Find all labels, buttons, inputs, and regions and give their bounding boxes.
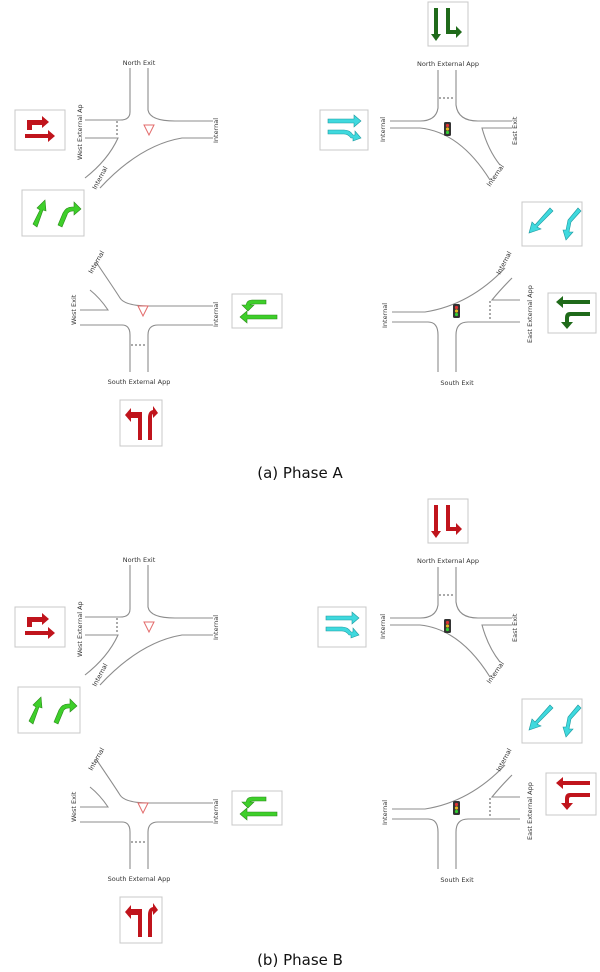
east-external-label: East External App xyxy=(526,285,534,343)
west-external-label: West External Ap xyxy=(76,601,84,657)
phase-b: North Exit West External Ap Internal Int… xyxy=(14,498,597,969)
north-external-label: North External App xyxy=(417,60,479,68)
internal-label: Internal xyxy=(495,250,514,276)
internal-label: Internal xyxy=(485,163,506,188)
dark-green-arrow-north xyxy=(427,1,469,47)
internal-label: Internal xyxy=(212,302,220,327)
west-exit-label: West Exit xyxy=(70,791,78,822)
internal-label: Internal xyxy=(87,746,107,772)
internal-label: Internal xyxy=(87,249,107,275)
west-exit-label: West Exit xyxy=(70,294,78,325)
phase-a: North Exit West External Ap Internal Int… xyxy=(14,1,597,482)
internal-label: Internal xyxy=(495,747,514,773)
west-external-label: West External Ap xyxy=(76,104,84,160)
red-arrow-east xyxy=(545,772,597,816)
red-arrow-west xyxy=(14,606,66,648)
internal-label: Internal xyxy=(381,303,389,328)
south-external-label: South External App xyxy=(108,875,171,883)
east-exit-label: East Exit xyxy=(511,116,519,145)
internal-label: Internal xyxy=(212,799,220,824)
internal-label: Internal xyxy=(381,800,389,825)
north-exit-label: North Exit xyxy=(123,556,156,564)
green-arrow-east xyxy=(231,293,283,329)
south-exit-label: South Exit xyxy=(440,379,474,387)
internal-label: Internal xyxy=(212,118,220,143)
internal-label: Internal xyxy=(379,117,387,142)
internal-label: Internal xyxy=(212,615,220,640)
green-arrow-east xyxy=(231,790,283,826)
north-exit-label: North Exit xyxy=(123,59,156,67)
caption-phase-a: (a) Phase A xyxy=(257,464,343,482)
red-arrow-north xyxy=(427,498,469,544)
cyan-arrow-east xyxy=(521,698,583,744)
south-exit-label: South Exit xyxy=(440,876,474,884)
internal-label: Internal xyxy=(485,660,506,685)
red-arrow-south xyxy=(119,896,163,944)
north-external-label: North External App xyxy=(417,557,479,565)
cyan-arrow-east xyxy=(521,201,583,247)
red-arrow-south xyxy=(119,399,163,447)
red-arrow-west xyxy=(14,109,66,151)
caption-phase-b: (b) Phase B xyxy=(257,951,343,969)
south-external-label: South External App xyxy=(108,378,171,386)
green-arrow-west xyxy=(21,189,85,237)
cyan-arrow-west xyxy=(317,606,367,648)
green-arrow-west xyxy=(17,686,81,734)
dark-green-arrow-east xyxy=(547,292,597,334)
east-exit-label: East Exit xyxy=(511,613,519,642)
cyan-arrow-west xyxy=(319,109,369,151)
internal-label: Internal xyxy=(379,614,387,639)
east-external-label: East External App xyxy=(526,782,534,840)
